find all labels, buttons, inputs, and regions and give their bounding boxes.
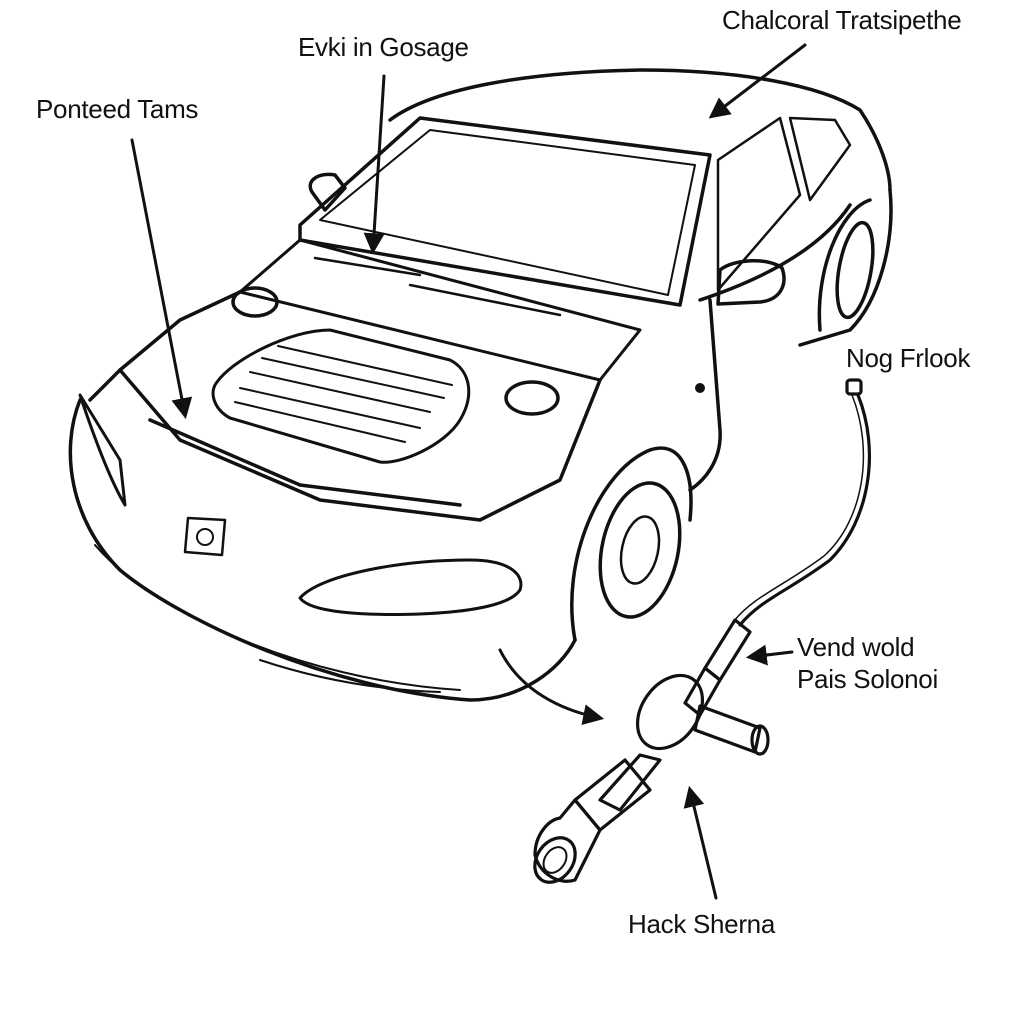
- engine-cover: [211, 328, 471, 464]
- cowl: [88, 290, 242, 402]
- headlight-left: [78, 393, 127, 507]
- bay-left: [118, 368, 602, 522]
- nozzle: [533, 798, 602, 883]
- roof-outline: [388, 68, 892, 192]
- mirror-right: [716, 259, 786, 306]
- windshield: [298, 116, 712, 307]
- label-hose: Nog Frlook: [846, 343, 971, 373]
- front-wheel: [598, 481, 682, 619]
- purge-solenoid-body: [533, 618, 770, 884]
- bay-inner: [148, 418, 462, 507]
- hose-end-fitting: [845, 378, 863, 396]
- car-body: [68, 68, 893, 702]
- reservoir-right: [504, 380, 560, 416]
- label-bottom: Hack Sherna: [628, 909, 775, 939]
- bumper-lower: [94, 544, 461, 691]
- rear-side-window: [788, 116, 852, 202]
- front-hub: [619, 515, 661, 585]
- arrow-solenoid: [745, 644, 794, 666]
- arrow-car-to-part: [498, 648, 605, 725]
- arrow-bottom: [683, 785, 718, 900]
- leader-arrows: [130, 43, 807, 900]
- label-solenoid-line1: Vend wold: [797, 632, 915, 662]
- label-top-center: Evki in Gosage: [298, 32, 469, 62]
- label-solenoid-line2: Pais Solonoi: [797, 664, 938, 694]
- emblem: [183, 516, 227, 557]
- mirror-left: [308, 172, 347, 212]
- front-side-window: [716, 116, 802, 292]
- label-left: Ponteed Tams: [36, 94, 199, 124]
- engine-ribs: [234, 345, 453, 443]
- front-wheel-arch: [570, 446, 693, 642]
- door-line: [688, 298, 722, 492]
- wiper-1: [313, 256, 422, 277]
- arrow-top-right: [708, 43, 807, 119]
- rear-wheel: [835, 220, 875, 320]
- headlight-right: [298, 558, 523, 616]
- hose-assembly: [533, 378, 872, 884]
- wiper-2: [408, 283, 562, 317]
- hose: [738, 393, 872, 627]
- door-bottom: [698, 203, 852, 302]
- windshield-inner: [319, 129, 696, 296]
- reservoir-left: [231, 286, 279, 318]
- bumper-grille: [259, 659, 441, 693]
- arrow-top-center: [363, 74, 386, 255]
- rear-quarter: [798, 188, 893, 347]
- rear-wheel-arch: [817, 198, 872, 332]
- label-top-right: Chalcoral Tratsipethe: [722, 5, 962, 35]
- label-solenoid: Vend wold Pais Solonoi: [797, 631, 938, 695]
- arrow-left: [130, 138, 193, 420]
